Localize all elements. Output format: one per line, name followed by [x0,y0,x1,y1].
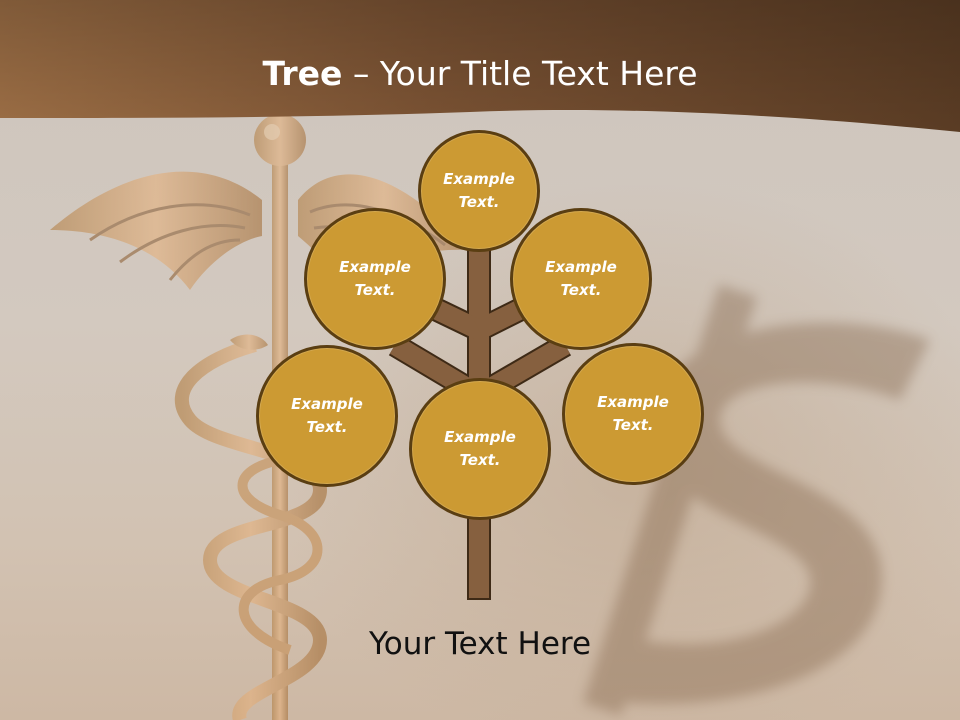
tree-node-center[interactable]: Example Text. [409,378,551,520]
node-label: Example Text. [545,258,617,299]
tree-node-upper-right[interactable]: Example Text. [510,208,652,350]
tree-node-right[interactable]: Example Text. [562,343,704,485]
node-label: Example Text. [291,395,363,436]
node-label: Example Text. [444,428,516,469]
node-label: Example Text. [339,258,411,299]
tree-node-upper-left[interactable]: Example Text. [304,208,446,350]
node-label: Example Text. [597,393,669,434]
footer-text: Your Text Here [368,626,592,662]
tree-node-left[interactable]: Example Text. [256,345,398,487]
slide-title: Tree – Your Title Text Here [0,52,960,96]
title-emphasis: Tree [262,54,343,93]
node-label: Example Text. [443,170,515,211]
tree-node-top[interactable]: Example Text. [418,130,540,252]
title-text: – Your Title Text Here [342,54,698,93]
